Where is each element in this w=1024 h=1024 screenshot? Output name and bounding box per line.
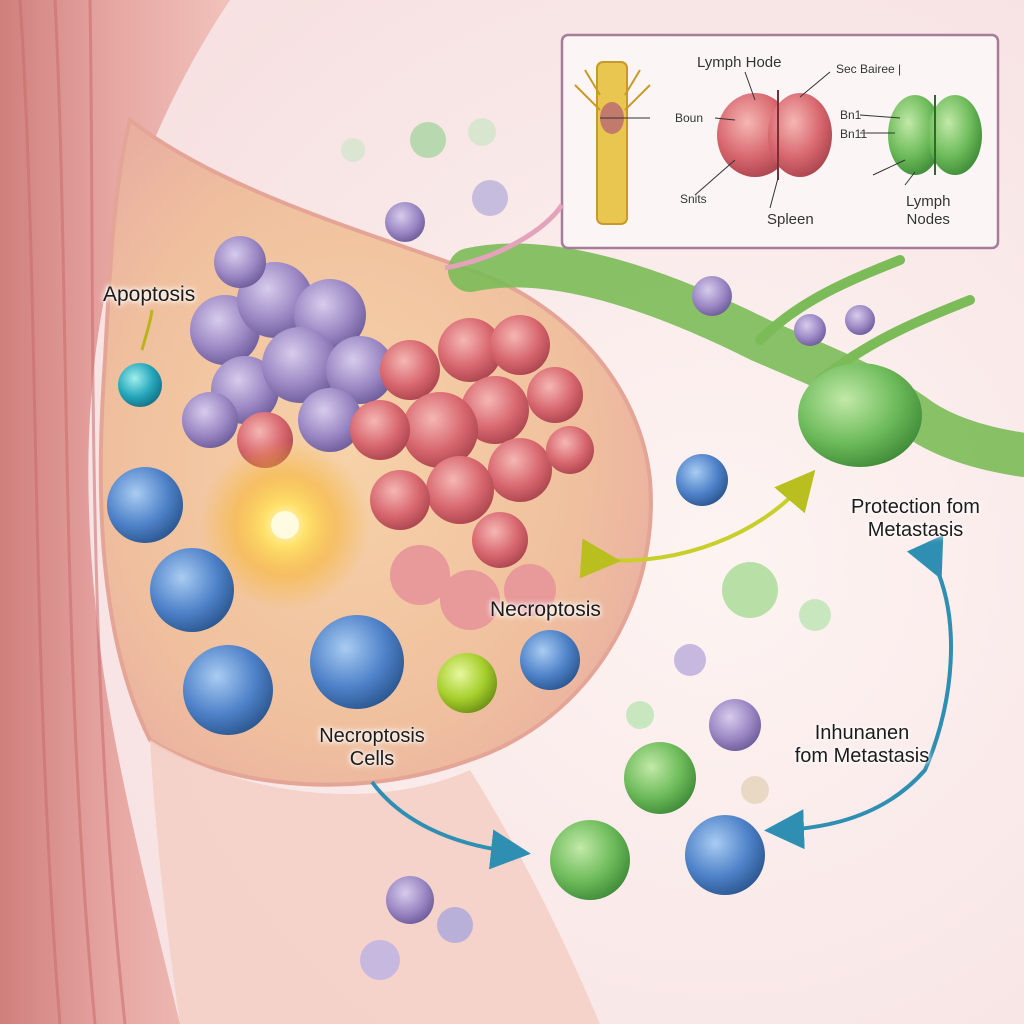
red-tumor-cluster <box>237 315 594 630</box>
inset-label-lymph-node: Lymph Hode <box>697 54 782 71</box>
skin-fold <box>150 740 600 1024</box>
inset-leader-lines <box>600 71 916 209</box>
apoptotic-burst <box>200 440 370 610</box>
inset-label-boun: Boun <box>675 111 704 125</box>
blue-immune-cells <box>107 454 765 895</box>
inset-label-sec-bairee-mark: | <box>898 62 902 76</box>
other-cells <box>118 118 875 980</box>
arrow-immune-return <box>764 534 953 850</box>
lymph-nodes-icon <box>888 95 982 175</box>
label-protection-line1: Protection fom <box>851 496 980 518</box>
inset-label-lymph-nodes-line1: Lymph <box>906 193 951 210</box>
label-protection-line2: Metastasis <box>867 519 964 541</box>
inset-label-lymph-nodes: Lymph Nodes <box>906 193 950 229</box>
label-apoptosis: Apoptosis <box>103 283 196 306</box>
inset-label-bn1: Bn1 <box>840 108 862 122</box>
spleen-icon <box>717 90 832 180</box>
inset-label-sec-bairee: Sec Bairee | <box>836 62 901 76</box>
label-necroptosis: Necroptosis <box>490 598 601 621</box>
label-necroptosis-cells-line2: Cells <box>349 748 395 770</box>
label-necroptosis-cells: Necroptosis Cells <box>302 725 442 771</box>
chest-skin <box>0 0 230 1024</box>
inset-label-lymph-nodes-line2: Nodes <box>906 211 950 228</box>
inset-connector <box>444 203 565 271</box>
arrow-to-lymph <box>579 469 816 579</box>
label-immune-line1: Inhunanen <box>814 722 910 744</box>
inset-label-snits: Snits <box>680 192 707 206</box>
label-immune-line2: fom Metastasis <box>794 745 930 767</box>
apoptosis-pointer <box>140 309 154 351</box>
label-necroptosis-cells-line1: Necroptosis <box>319 725 425 747</box>
anatomy-inset <box>560 33 1000 250</box>
inset-label-bn11: Bn11 <box>840 127 868 141</box>
inset-label-spleen: Spleen <box>767 211 814 228</box>
arrow-necroptosis-cells <box>370 780 531 870</box>
label-immune: Inhunanen fom Metastasis <box>772 722 952 768</box>
lymph-vessel <box>448 243 1024 477</box>
label-protection: Protection fom Metastasis <box>828 496 1003 542</box>
purple-tumor-cluster <box>182 236 394 452</box>
muscle-fibers <box>18 0 127 1024</box>
inset-label-sec-bairee-text: Sec Bairee <box>836 62 895 76</box>
